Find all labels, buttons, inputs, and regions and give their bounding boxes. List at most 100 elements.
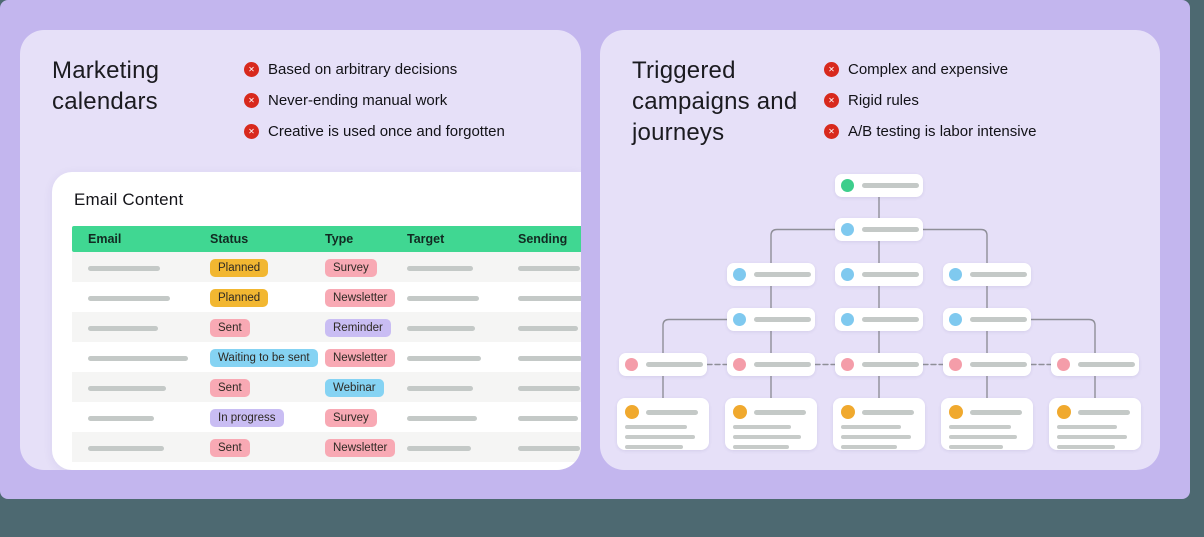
- node-label-placeholder: [754, 317, 811, 322]
- card-title-placeholder: [1078, 409, 1130, 415]
- email-placeholder: [88, 356, 188, 361]
- pain-point: ✕ Creative is used once and forgotten: [244, 123, 505, 140]
- node-dot: [733, 268, 746, 281]
- pain-point-label: Complex and expensive: [848, 61, 1009, 78]
- hero-background: Marketing calendars ✕ Based on arbitrary…: [0, 0, 1190, 499]
- node-dot: [841, 179, 854, 192]
- table-row: Sent Newsletter: [72, 432, 581, 462]
- card-dot: [841, 405, 855, 419]
- card-title-placeholder: [970, 409, 1022, 415]
- target-placeholder: [407, 266, 473, 271]
- card-text-placeholder: [733, 445, 789, 449]
- target-placeholder: [407, 446, 471, 451]
- node-label-placeholder: [862, 317, 919, 322]
- node-label-placeholder: [862, 183, 919, 188]
- flow-card: [941, 398, 1033, 450]
- type-badge: Reminder: [325, 318, 391, 337]
- node-label-placeholder: [862, 227, 919, 232]
- column-header-status: Status: [210, 232, 249, 246]
- type-badge: Newsletter: [325, 438, 396, 457]
- sending-placeholder: [518, 296, 581, 301]
- x-circle-icon: ✕: [824, 124, 839, 139]
- pain-point: ✕ Based on arbitrary decisions: [244, 61, 505, 78]
- node-dot: [949, 358, 962, 371]
- card-text-placeholder: [1057, 435, 1127, 439]
- pain-point: ✕ Rigid rules: [824, 92, 1036, 109]
- card-text-placeholder: [949, 425, 1011, 429]
- type-badge: Newsletter: [325, 348, 396, 367]
- card-text-placeholder: [1057, 445, 1115, 449]
- table-row: Planned Survey: [72, 252, 581, 282]
- email-placeholder: [88, 326, 158, 331]
- pain-points-list: ✕ Complex and expensive ✕ Rigid rules ✕ …: [824, 61, 1036, 140]
- sending-placeholder: [518, 266, 580, 271]
- table-header-row: Email Status Type Target Sending: [72, 226, 581, 252]
- pain-point-label: Rigid rules: [848, 92, 919, 109]
- node-dot: [841, 268, 854, 281]
- column-header-type: Type: [325, 232, 354, 246]
- flow-card: [1049, 398, 1141, 450]
- flow-node: [727, 308, 815, 331]
- card-text-placeholder: [949, 435, 1017, 439]
- card-text-placeholder: [949, 445, 1003, 449]
- sending-placeholder: [518, 326, 578, 331]
- status-badge: Planned: [210, 288, 269, 307]
- email-placeholder: [88, 386, 166, 391]
- node-label-placeholder: [754, 272, 811, 277]
- email-placeholder: [88, 296, 170, 301]
- node-dot: [949, 313, 962, 326]
- status-badge: Planned: [210, 258, 269, 277]
- table-row: Planned Newsletter: [72, 282, 581, 312]
- table-row: In progress Survey: [72, 402, 581, 432]
- email-content-card: Email Content Email Status Type Target S…: [52, 172, 581, 470]
- node-dot: [733, 358, 746, 371]
- table-row: Sent Reminder: [72, 312, 581, 342]
- node-dot: [841, 223, 854, 236]
- flow-node: [943, 263, 1031, 286]
- status-badge: In progress: [210, 408, 284, 427]
- table-row: Sent Webinar: [72, 372, 581, 402]
- card-dot: [949, 405, 963, 419]
- type-badge: Survey: [325, 408, 377, 427]
- card-text-placeholder: [625, 425, 687, 429]
- target-placeholder: [407, 416, 477, 421]
- marketing-calendars-panel: Marketing calendars ✕ Based on arbitrary…: [20, 30, 581, 470]
- card-text-placeholder: [841, 435, 911, 439]
- column-header-target: Target: [407, 232, 445, 246]
- status-badge: Waiting to be sent: [210, 348, 318, 367]
- sending-placeholder: [518, 416, 578, 421]
- node-dot: [841, 358, 854, 371]
- panel-title: Triggered campaigns and journeys: [632, 57, 798, 146]
- card-dot: [625, 405, 639, 419]
- pain-point: ✕ A/B testing is labor intensive: [824, 123, 1036, 140]
- card-title-placeholder: [646, 409, 698, 415]
- card-text-placeholder: [841, 445, 897, 449]
- node-label-placeholder: [862, 272, 919, 277]
- pain-point-label: Never-ending manual work: [268, 92, 448, 109]
- x-circle-icon: ✕: [244, 124, 259, 139]
- flow-node: [727, 263, 815, 286]
- column-header-email: Email: [88, 232, 122, 246]
- card-text-placeholder: [1057, 425, 1117, 429]
- type-badge: Webinar: [325, 378, 384, 397]
- type-badge: Survey: [325, 258, 377, 277]
- card-title-placeholder: [754, 409, 806, 415]
- target-placeholder: [407, 386, 473, 391]
- x-circle-icon: ✕: [244, 93, 259, 108]
- status-badge: Sent: [210, 438, 250, 457]
- node-dot: [733, 313, 746, 326]
- email-table: Email Status Type Target Sending Planned…: [72, 226, 581, 462]
- column-header-sending: Sending: [518, 232, 568, 246]
- node-label-placeholder: [862, 362, 919, 367]
- flow-node: [943, 308, 1031, 331]
- pain-point-label: Based on arbitrary decisions: [268, 61, 458, 78]
- node-label-placeholder: [754, 362, 811, 367]
- type-badge: Newsletter: [325, 288, 396, 307]
- triggered-campaigns-panel: Triggered campaigns and journeys ✕ Compl…: [600, 30, 1160, 470]
- email-placeholder: [88, 416, 154, 421]
- flow-card: [833, 398, 925, 450]
- node-dot: [1057, 358, 1070, 371]
- flow-node: [943, 353, 1031, 376]
- x-circle-icon: ✕: [824, 93, 839, 108]
- card-text-placeholder: [841, 425, 901, 429]
